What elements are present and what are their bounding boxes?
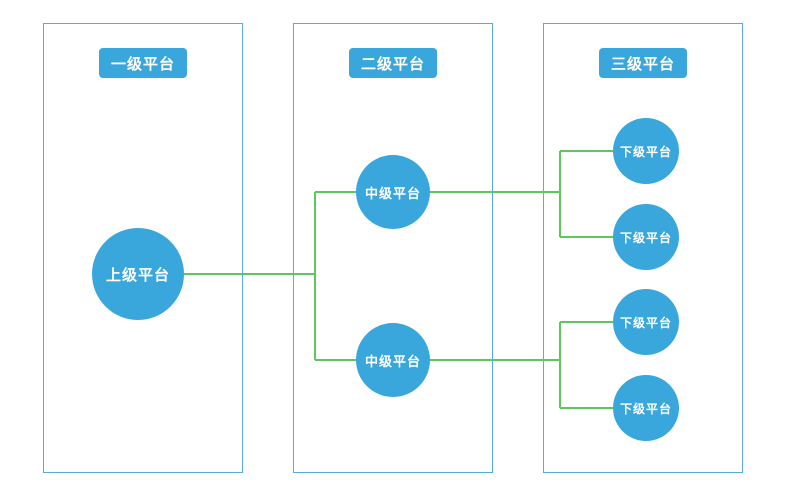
node-sub-platform-1: 下级平台 [613, 118, 679, 184]
node-mid-platform-bottom: 中级平台 [356, 323, 430, 397]
column-header-level3: 三级平台 [599, 48, 687, 78]
node-superior-platform: 上级平台 [92, 228, 184, 320]
column-box-level3: 三级平台 [543, 23, 743, 473]
node-sub-platform-3: 下级平台 [613, 289, 679, 355]
column-header-level2: 二级平台 [349, 48, 437, 78]
node-mid-platform-top: 中级平台 [356, 155, 430, 229]
column-header-level1: 一级平台 [99, 48, 187, 78]
node-sub-platform-2: 下级平台 [613, 204, 679, 270]
column-box-level1: 一级平台 [43, 23, 243, 473]
node-sub-platform-4: 下级平台 [613, 375, 679, 441]
column-box-level2: 二级平台 [293, 23, 493, 473]
